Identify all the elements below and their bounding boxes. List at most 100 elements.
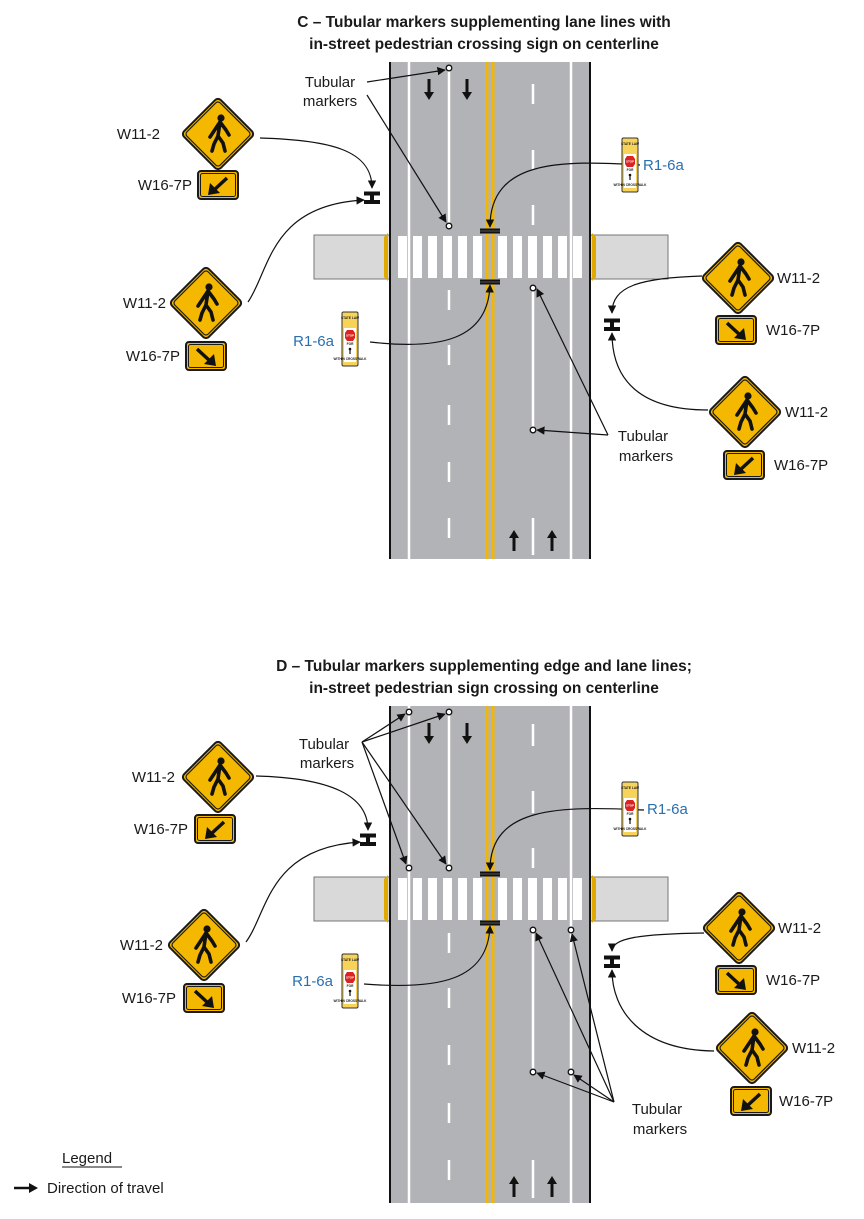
r1-6a-label: R1-6a: [643, 157, 685, 174]
panel-c: C – Tubular markers supplementing lane l…: [117, 14, 828, 559]
tubular-marker: [567, 1068, 575, 1076]
svg-text:STOP: STOP: [346, 334, 354, 338]
panel-d-title-line2: in-street pedestrian sign crossing on ce…: [309, 680, 659, 697]
sign-code-label: W16-7P: [779, 1093, 833, 1110]
svg-text:markers: markers: [303, 93, 357, 110]
svg-text:STOP: STOP: [626, 804, 634, 808]
svg-text:markers: markers: [633, 1121, 687, 1138]
arrow-plaque: [715, 315, 757, 345]
svg-text:WITHIN CROSSWALK: WITHIN CROSSWALK: [614, 183, 648, 187]
tubular-marker: [405, 708, 413, 716]
legend-heading: Legend: [62, 1150, 112, 1167]
direction-arrow-icon: [14, 1183, 38, 1193]
instreet-sign-base-south: [480, 279, 500, 285]
pedestrian-warning-sign: [180, 739, 256, 815]
instreet-ped-sign: STATE LAW STOP FOR WITHIN CROSSWALK: [614, 781, 647, 837]
arrow-plaque: [723, 450, 765, 480]
tubular-marker: [405, 864, 413, 872]
panel-d-title-line1: D – Tubular markers supplementing edge a…: [276, 658, 692, 675]
svg-text:FOR: FOR: [347, 342, 354, 346]
sign-code-label: W11-2: [132, 769, 175, 786]
tubular-markers-label-lower: Tubular: [632, 1101, 682, 1118]
svg-text:STOP: STOP: [626, 160, 634, 164]
svg-text:STATE LAW: STATE LAW: [341, 958, 359, 962]
sign-post-right: [604, 955, 620, 968]
sign-post-left: [364, 191, 380, 204]
pedestrian-warning-sign: [701, 890, 777, 966]
sidewalk-right: [589, 876, 669, 922]
pedestrian-warning-sign: [707, 374, 783, 450]
sign-code-label: W16-7P: [122, 990, 176, 1007]
roadway: [390, 62, 590, 559]
panel-c-title-line1: C – Tubular markers supplementing lane l…: [297, 14, 671, 31]
tubular-markers-label-lower: Tubular: [618, 428, 668, 445]
instreet-ped-sign: STATE LAW STOP FOR WITHIN CROSSWALK: [334, 953, 368, 1009]
r1-6a-label: R1-6a: [293, 333, 335, 350]
tubular-marker: [529, 426, 537, 434]
sign-code-label: W16-7P: [774, 457, 828, 474]
sign-code-label: W16-7P: [138, 177, 192, 194]
sign-code-label: W11-2: [777, 270, 820, 287]
sign-post-right: [604, 318, 620, 331]
arrow-plaque: [183, 983, 225, 1013]
svg-text:FOR: FOR: [347, 984, 354, 988]
tubular-marker: [445, 864, 453, 872]
tubular-marker: [445, 64, 453, 72]
tubular-marker: [529, 926, 537, 934]
svg-text:WITHIN CROSSWALK: WITHIN CROSSWALK: [334, 357, 368, 361]
legend: Legend Direction of travel: [14, 1150, 164, 1197]
sign-code-label: W16-7P: [766, 972, 820, 989]
sign-code-label: W11-2: [792, 1040, 835, 1057]
tubular-marker: [529, 284, 537, 292]
sign-code-label: W11-2: [785, 404, 828, 421]
sidewalk-left: [313, 234, 391, 280]
svg-text:WITHIN CROSSWALK: WITHIN CROSSWALK: [334, 999, 368, 1003]
svg-text:markers: markers: [619, 448, 673, 465]
instreet-sign-base-north: [480, 871, 500, 877]
sign-code-label: W16-7P: [126, 348, 180, 365]
svg-text:STATE LAW: STATE LAW: [621, 786, 639, 790]
roadway: [390, 706, 590, 1203]
arrow-plaque: [194, 814, 236, 844]
sign-code-label: W11-2: [120, 937, 163, 954]
arrow-plaque: [197, 170, 239, 200]
sign-code-label: W11-2: [123, 295, 166, 312]
legend-item: Direction of travel: [47, 1180, 164, 1197]
panel-c-title-line2: in-street pedestrian crossing sign on ce…: [309, 36, 659, 53]
instreet-sign-base-south: [480, 920, 500, 926]
sign-code-label: W11-2: [778, 920, 821, 937]
arrow-plaque: [730, 1086, 772, 1116]
tubular-marker: [445, 708, 453, 716]
tubular-markers-label-upper: Tubular: [299, 736, 349, 753]
svg-text:STOP: STOP: [346, 976, 354, 980]
pedestrian-warning-sign: [714, 1010, 790, 1086]
instreet-sign-base-north: [480, 228, 500, 234]
sidewalk-left: [313, 876, 391, 922]
instreet-ped-sign: STATE LAW STOP FOR WITHIN CROSSWALK: [614, 137, 648, 193]
sign-code-label: W16-7P: [134, 821, 188, 838]
pedestrian-warning-sign: [166, 907, 242, 983]
svg-text:STATE LAW: STATE LAW: [621, 142, 639, 146]
sign-post-left: [360, 833, 376, 846]
panel-d: D – Tubular markers supplementing edge a…: [120, 658, 835, 1203]
tubular-marker: [529, 1068, 537, 1076]
svg-text:STATE LAW: STATE LAW: [341, 316, 359, 320]
instreet-ped-sign: STATE LAW STOP FOR WITHIN CROSSWALK: [334, 311, 368, 367]
sign-code-label: W16-7P: [766, 322, 820, 339]
tubular-marker: [445, 222, 453, 230]
sign-code-label: W11-2: [117, 126, 160, 143]
arrow-plaque: [715, 965, 757, 995]
crosswalk: [398, 236, 582, 278]
sidewalk-right: [589, 234, 669, 280]
tubular-markers-label-upper: Tubular: [305, 74, 355, 91]
arrow-plaque: [185, 341, 227, 371]
pedestrian-warning-sign: [180, 96, 256, 172]
svg-text:markers: markers: [300, 755, 354, 772]
crosswalk: [398, 878, 582, 920]
pedestrian-warning-sign: [168, 265, 244, 341]
svg-text:FOR: FOR: [627, 168, 634, 172]
r1-6a-label: R1-6a: [647, 801, 689, 818]
r1-6a-label: R1-6a: [292, 973, 334, 990]
pedestrian-warning-sign: [700, 240, 776, 316]
